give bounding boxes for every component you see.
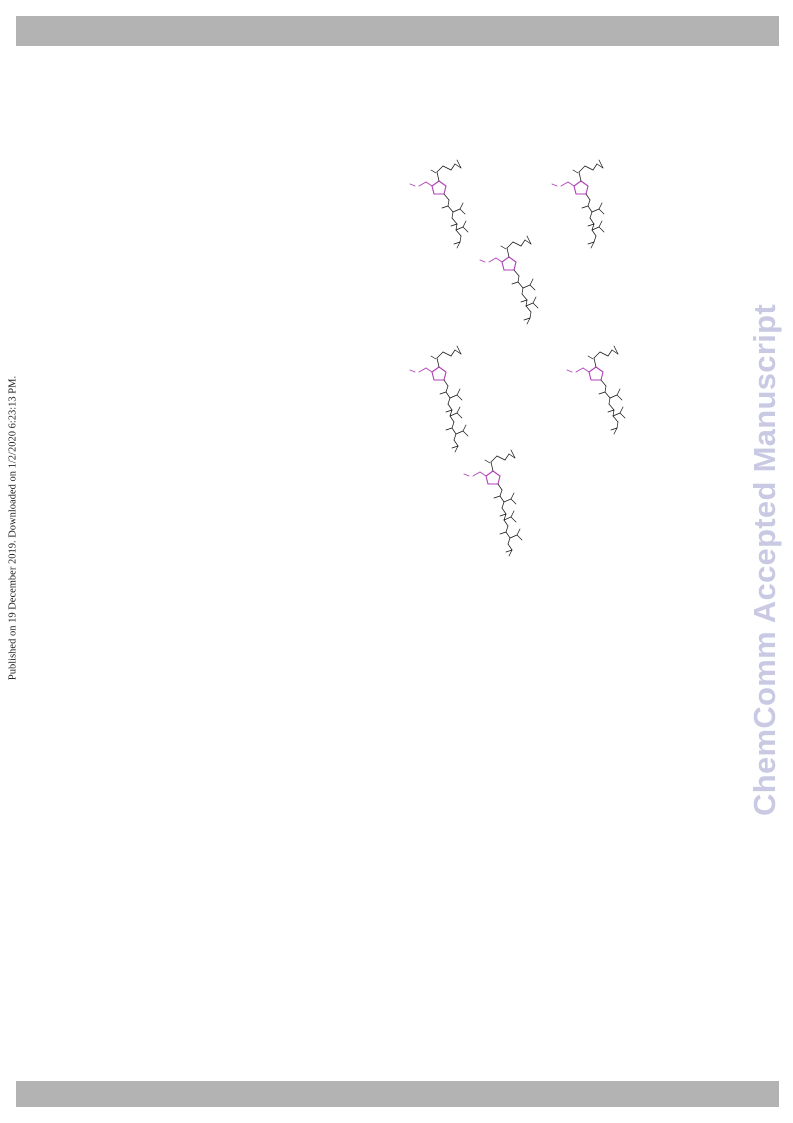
manuscript-watermark: ChemComm Accepted Manuscript xyxy=(747,304,782,816)
publication-info: Published on 19 December 2019. Downloade… xyxy=(7,375,19,681)
structures-svg xyxy=(409,159,626,557)
molecule-structure xyxy=(479,235,539,325)
chemical-structures-figure xyxy=(395,150,650,595)
molecule-structure xyxy=(551,159,605,249)
molecule-structure xyxy=(409,159,469,249)
molecule-structure xyxy=(409,345,469,453)
molecule-structure xyxy=(463,449,523,557)
footer-bar xyxy=(16,1081,779,1107)
molecule-structure xyxy=(566,345,626,435)
header-bar xyxy=(16,16,779,46)
